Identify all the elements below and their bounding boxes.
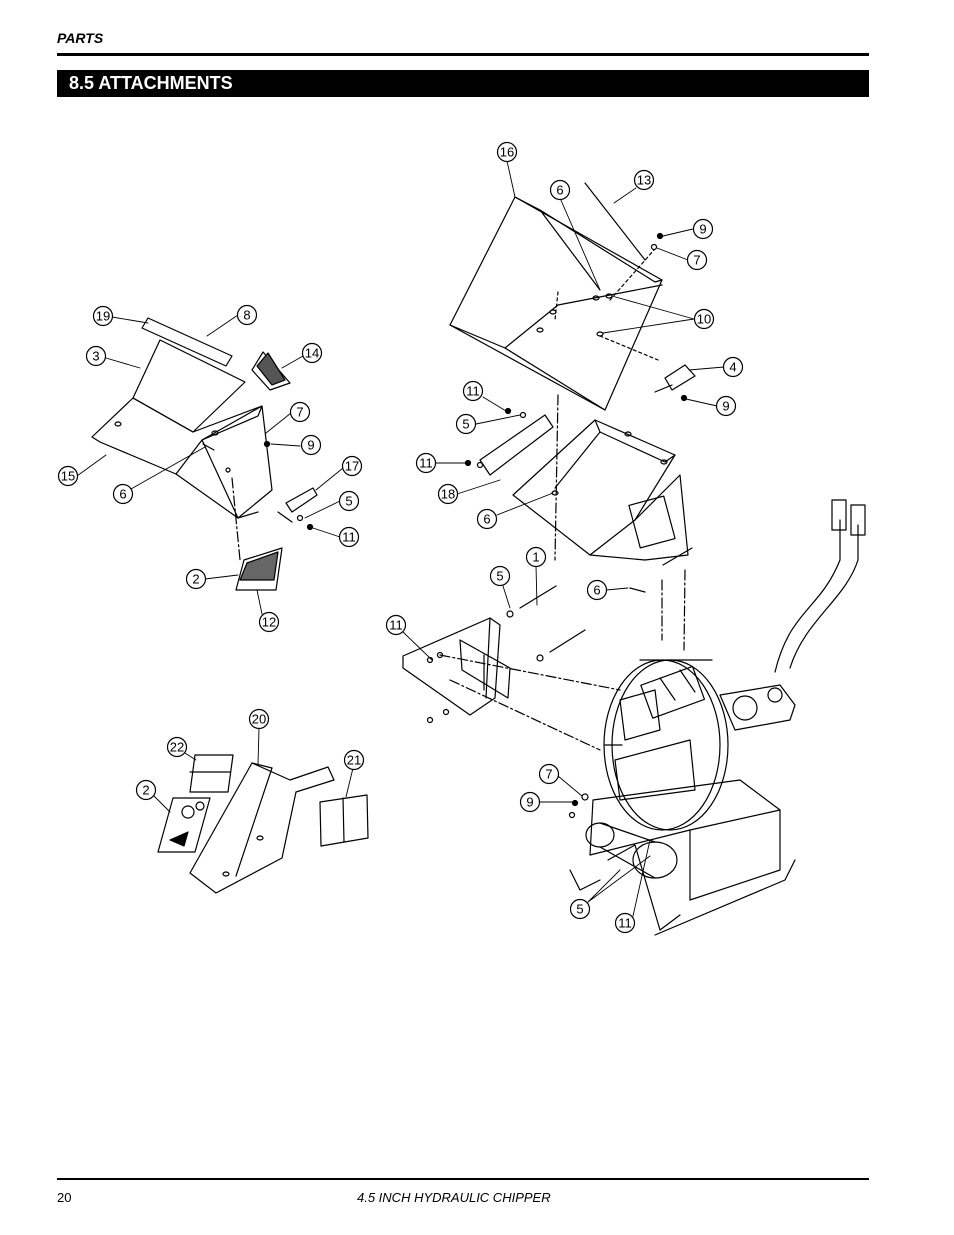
svg-text:11: 11: [389, 618, 403, 633]
callout-6: 6: [112, 483, 134, 505]
callout-11: 11: [415, 452, 437, 474]
svg-text:14: 14: [305, 346, 319, 361]
callout-10: 10: [693, 308, 715, 330]
callout-6: 6: [586, 579, 608, 601]
svg-text:12: 12: [262, 615, 276, 630]
callout-6: 6: [549, 179, 571, 201]
svg-text:11: 11: [419, 456, 433, 471]
callout-7: 7: [538, 763, 560, 785]
callout-9: 9: [692, 218, 714, 240]
svg-text:13: 13: [637, 173, 651, 188]
svg-text:6: 6: [556, 183, 563, 198]
callout-5: 5: [455, 413, 477, 435]
callout-1: 1: [525, 546, 547, 568]
callout-21: 21: [343, 749, 365, 771]
svg-text:22: 22: [170, 740, 184, 755]
svg-text:11: 11: [466, 384, 480, 399]
callout-16: 16: [496, 141, 518, 163]
callout-7: 7: [686, 249, 708, 271]
callout-20: 20: [248, 708, 270, 730]
callout-11: 11: [462, 380, 484, 402]
chipper-body: [568, 499, 866, 936]
callout-5: 5: [338, 490, 360, 512]
callout-11: 11: [385, 614, 407, 636]
svg-text:4: 4: [729, 360, 736, 375]
callout-2: 2: [185, 568, 207, 590]
svg-text:5: 5: [462, 417, 469, 432]
callout-7: 7: [289, 401, 311, 423]
svg-text:7: 7: [545, 767, 552, 782]
callout-5: 5: [569, 898, 591, 920]
page-number: 20: [57, 1190, 72, 1205]
svg-text:10: 10: [697, 312, 711, 327]
svg-text:8: 8: [243, 308, 250, 323]
callout-3: 3: [85, 345, 107, 367]
svg-text:11: 11: [342, 530, 356, 545]
section-title: 8.5 ATTACHMENTS: [57, 70, 869, 97]
callout-9: 9: [300, 434, 322, 456]
callout-6: 6: [476, 508, 498, 530]
svg-text:7: 7: [693, 253, 700, 268]
svg-text:9: 9: [307, 438, 314, 453]
callout-18: 18: [437, 483, 459, 505]
svg-text:17: 17: [345, 459, 359, 474]
document-title: 4.5 INCH HYDRAULIC CHIPPER: [357, 1190, 551, 1205]
hopper: [449, 182, 696, 411]
svg-text:1: 1: [532, 550, 539, 565]
callout-14: 14: [301, 342, 323, 364]
footer-rule: [57, 1178, 869, 1180]
callout-19: 19: [92, 305, 114, 327]
svg-text:11: 11: [618, 916, 632, 931]
callout-9: 9: [519, 791, 541, 813]
svg-text:6: 6: [119, 487, 126, 502]
callout-9: 9: [715, 395, 737, 417]
callout-15: 15: [57, 465, 79, 487]
callouts: 16 13 6 9 7 10 4 9 11 5 11 18 6 19 8 14 …: [57, 141, 744, 934]
svg-text:20: 20: [252, 712, 266, 727]
infeed-throat: [512, 419, 693, 651]
svg-text:5: 5: [496, 569, 503, 584]
svg-text:18: 18: [441, 487, 455, 502]
svg-text:2: 2: [192, 572, 199, 587]
callout-11: 11: [338, 526, 360, 548]
callout-11: 11: [614, 912, 636, 934]
svg-text:21: 21: [347, 753, 361, 768]
svg-text:2: 2: [142, 783, 149, 798]
svg-text:9: 9: [722, 399, 729, 414]
svg-text:9: 9: [699, 222, 706, 237]
callout-4: 4: [722, 356, 744, 378]
svg-text:3: 3: [92, 349, 99, 364]
callout-13: 13: [633, 169, 655, 191]
callout-2: 2: [135, 779, 157, 801]
callout-5: 5: [489, 565, 511, 587]
svg-text:19: 19: [96, 309, 110, 324]
callout-22: 22: [166, 736, 188, 758]
leader-lines: [76, 160, 725, 917]
svg-text:5: 5: [576, 902, 583, 917]
svg-text:9: 9: [526, 795, 533, 810]
svg-text:6: 6: [483, 512, 490, 527]
svg-text:16: 16: [500, 145, 514, 160]
side-plate: [402, 585, 621, 751]
left-feed-chute: [91, 317, 318, 591]
header-rule: [57, 53, 869, 56]
callout-8: 8: [236, 304, 258, 326]
left-lower-deflector: [157, 754, 369, 894]
header-label: PARTS: [57, 30, 104, 46]
svg-text:15: 15: [61, 469, 75, 484]
hinge-plate: [464, 394, 559, 561]
callout-17: 17: [341, 455, 363, 477]
svg-text:6: 6: [593, 583, 600, 598]
callout-12: 12: [258, 611, 280, 633]
svg-text:5: 5: [345, 494, 352, 509]
svg-text:7: 7: [296, 405, 303, 420]
